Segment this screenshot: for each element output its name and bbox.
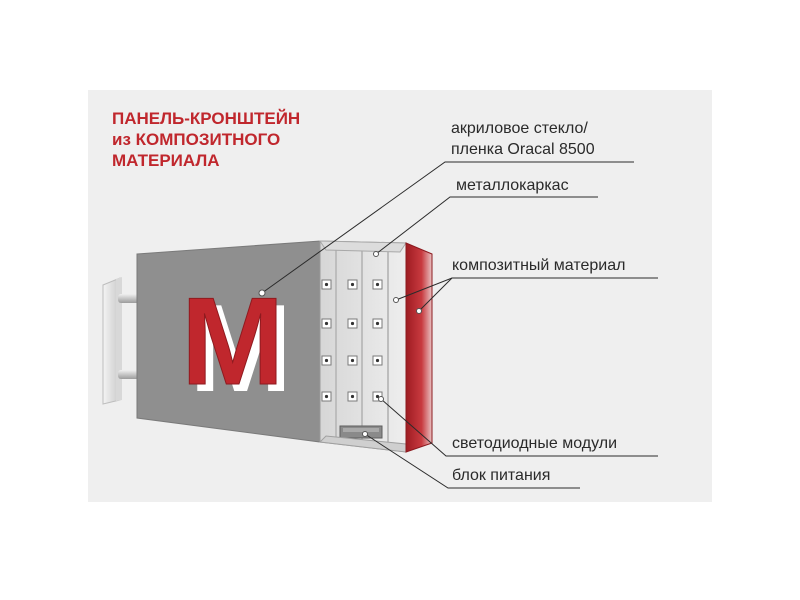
leader-end-dots	[258, 251, 422, 437]
label-acrylic-line-2: пленка Oracal 8500	[451, 141, 595, 158]
title-line-2: из КОМПОЗИТНОГО	[112, 130, 281, 149]
top-frame-rail	[319, 240, 407, 253]
label-led-modules: светодиодные модули	[452, 435, 618, 452]
led-modules	[321, 279, 383, 402]
leader-frame	[375, 196, 598, 255]
label-power-supply: блок питания	[452, 467, 551, 484]
leader-led	[380, 398, 658, 457]
leader-power	[364, 433, 580, 489]
letter-m: M	[181, 273, 284, 411]
bracket-rod-top	[118, 294, 140, 303]
label-metal-frame: металлокаркас	[456, 177, 569, 194]
title-line-1: ПАНЕЛЬ-КРОНШТЕЙН	[112, 109, 301, 128]
power-supply-unit	[339, 425, 383, 439]
leader-acrylic	[261, 161, 634, 294]
leader-composite-1	[395, 277, 658, 301]
diagram-title: ПАНЕЛЬ-КРОНШТЕЙН из КОМПОЗИТНОГО МАТЕРИА…	[112, 108, 300, 171]
title-line-3: МАТЕРИАЛА	[112, 151, 220, 170]
letter-m-highlight: M	[189, 280, 292, 418]
wall-mount-plate	[102, 277, 122, 405]
bracket-rod-bottom	[118, 370, 140, 379]
letter-m-sign: M M	[181, 273, 293, 419]
leader-composite-2	[418, 277, 453, 312]
composite-side-edge	[405, 242, 433, 453]
label-acrylic-line-1: акриловое стекло/	[451, 120, 588, 137]
label-composite-material: композитный материал	[452, 257, 626, 274]
metal-frame-profiles	[335, 248, 389, 442]
leader-lines	[261, 161, 658, 489]
